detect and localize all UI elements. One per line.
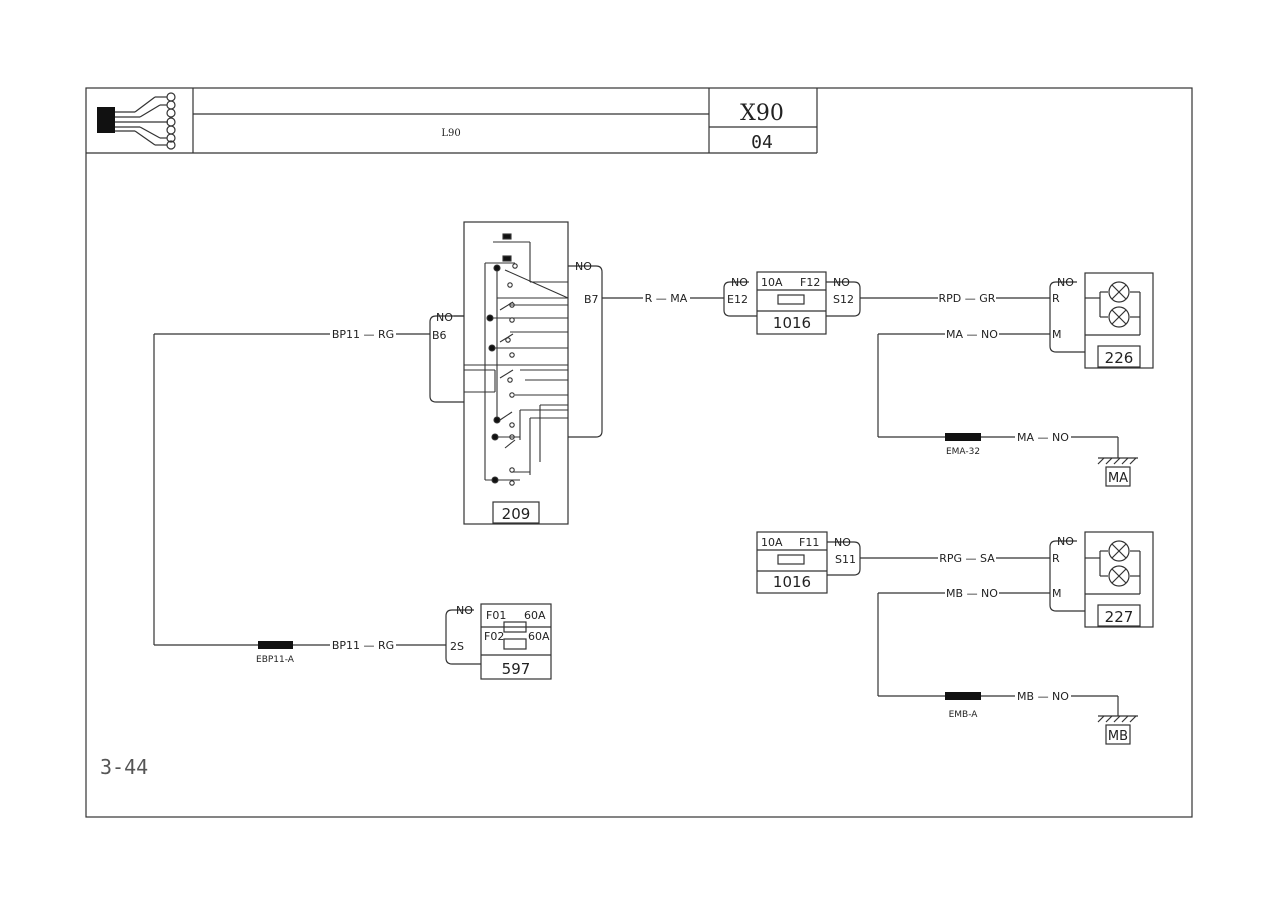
splice-emb-label: EMB-A xyxy=(949,710,979,720)
revision: 04 xyxy=(751,132,773,153)
lamp-227-pin-m: M xyxy=(1052,587,1062,600)
lamp-226-id: 226 xyxy=(1105,349,1134,367)
fuse-f11-label: F11 xyxy=(799,536,819,549)
page-frame xyxy=(85,87,1193,818)
ground-mb-label: MB xyxy=(1108,729,1128,744)
fuse-f11-pin-out: S11 xyxy=(835,553,856,566)
splice-ebp11-label: EBP11-A xyxy=(256,655,295,665)
wire-r-ma: R — MA xyxy=(645,292,688,305)
wire-ma-no-ground: MA — NO xyxy=(1017,431,1069,444)
wire-mb-no-ground: MB — NO xyxy=(1017,690,1069,703)
ground-ma-label: MA xyxy=(1108,471,1128,486)
fuse-f11-rating: 10A xyxy=(761,536,783,549)
fuse-f12-no-out: NO xyxy=(833,276,850,289)
model-label: L90 xyxy=(441,128,460,139)
splice-emb xyxy=(945,692,981,700)
splice-ebp11 xyxy=(258,641,293,649)
fuse-box-597: F01 60A F02 60A 597 NO 2S xyxy=(445,603,552,680)
fuse-box-597-no: NO xyxy=(456,604,473,617)
fuse-f12-pin-in: E12 xyxy=(727,293,748,306)
fuse-f01-label: F01 xyxy=(486,609,506,622)
lamp-226-no: NO xyxy=(1057,276,1074,289)
page-code: 3-44 xyxy=(100,755,148,779)
lamp-unit-227: 227 NO R M xyxy=(1049,531,1154,628)
fuse-box-597-pin: 2S xyxy=(450,640,464,653)
ground-mb: MB xyxy=(1097,696,1138,745)
wire-rpg-sa: RPG — SA xyxy=(939,552,995,565)
lamp-226-pin-r: R xyxy=(1052,292,1060,305)
ground-icon xyxy=(1097,696,1138,723)
b6-no-label: NO xyxy=(436,311,453,324)
fuse-1016-f11: 10A F11 1016 NO S11 xyxy=(756,531,861,594)
b6-pin-label: B6 xyxy=(432,329,447,342)
b7-pin-label: B7 xyxy=(584,293,599,306)
fuse-f12-pin-out: S12 xyxy=(833,293,854,306)
switch-unit-209: 209 xyxy=(429,221,603,525)
b7-no-label: NO xyxy=(575,260,592,273)
wire-mb-no-227: MB — NO xyxy=(946,587,998,600)
wire-rpd-gr: RPD — GR xyxy=(939,292,996,305)
title-block: L90 X90 04 xyxy=(86,88,818,154)
lamp-unit-226: 226 NO R M xyxy=(1049,272,1154,369)
switch-contacts xyxy=(464,233,569,486)
bulb-icon xyxy=(1108,565,1130,587)
fuse-f12-no-in: NO xyxy=(731,276,748,289)
wire-bp11-top: BP11 — RG xyxy=(332,328,394,341)
bulb-icon xyxy=(1108,281,1130,303)
fuse-f12-id: 1016 xyxy=(773,314,811,332)
fuse-f11-no-out: NO xyxy=(834,536,851,549)
connector-logo-icon xyxy=(97,92,176,150)
fuse-f12-rating: 10A xyxy=(761,276,783,289)
fuse-f12-label: F12 xyxy=(800,276,820,289)
wire-bp11-bottom: BP11 — RG xyxy=(332,639,394,652)
fuse-f02-label: F02 xyxy=(484,630,504,643)
fuse-f11-id: 1016 xyxy=(773,573,811,591)
fuse-1016-f12: 10A F12 1016 NO E12 NO S12 xyxy=(723,271,861,335)
lamp-227-id: 227 xyxy=(1105,608,1134,626)
splice-ema xyxy=(945,433,981,441)
fuse-box-597-id: 597 xyxy=(502,660,531,678)
ground-icon xyxy=(1097,437,1138,465)
bulb-icon xyxy=(1108,306,1130,328)
fuse-f02-rating: 60A xyxy=(528,630,550,643)
bulb-icon xyxy=(1108,540,1130,562)
splice-ema-label: EMA-32 xyxy=(946,447,980,457)
lamp-227-pin-r: R xyxy=(1052,552,1060,565)
lamp-227-no: NO xyxy=(1057,535,1074,548)
lamp-226-pin-m: M xyxy=(1052,328,1062,341)
vehicle-code: X90 xyxy=(740,101,784,126)
wire-ma-no-226: MA — NO xyxy=(946,328,998,341)
ground-ma: MA xyxy=(1097,437,1138,487)
switch-unit-id: 209 xyxy=(502,505,531,523)
fuse-f01-rating: 60A xyxy=(524,609,546,622)
